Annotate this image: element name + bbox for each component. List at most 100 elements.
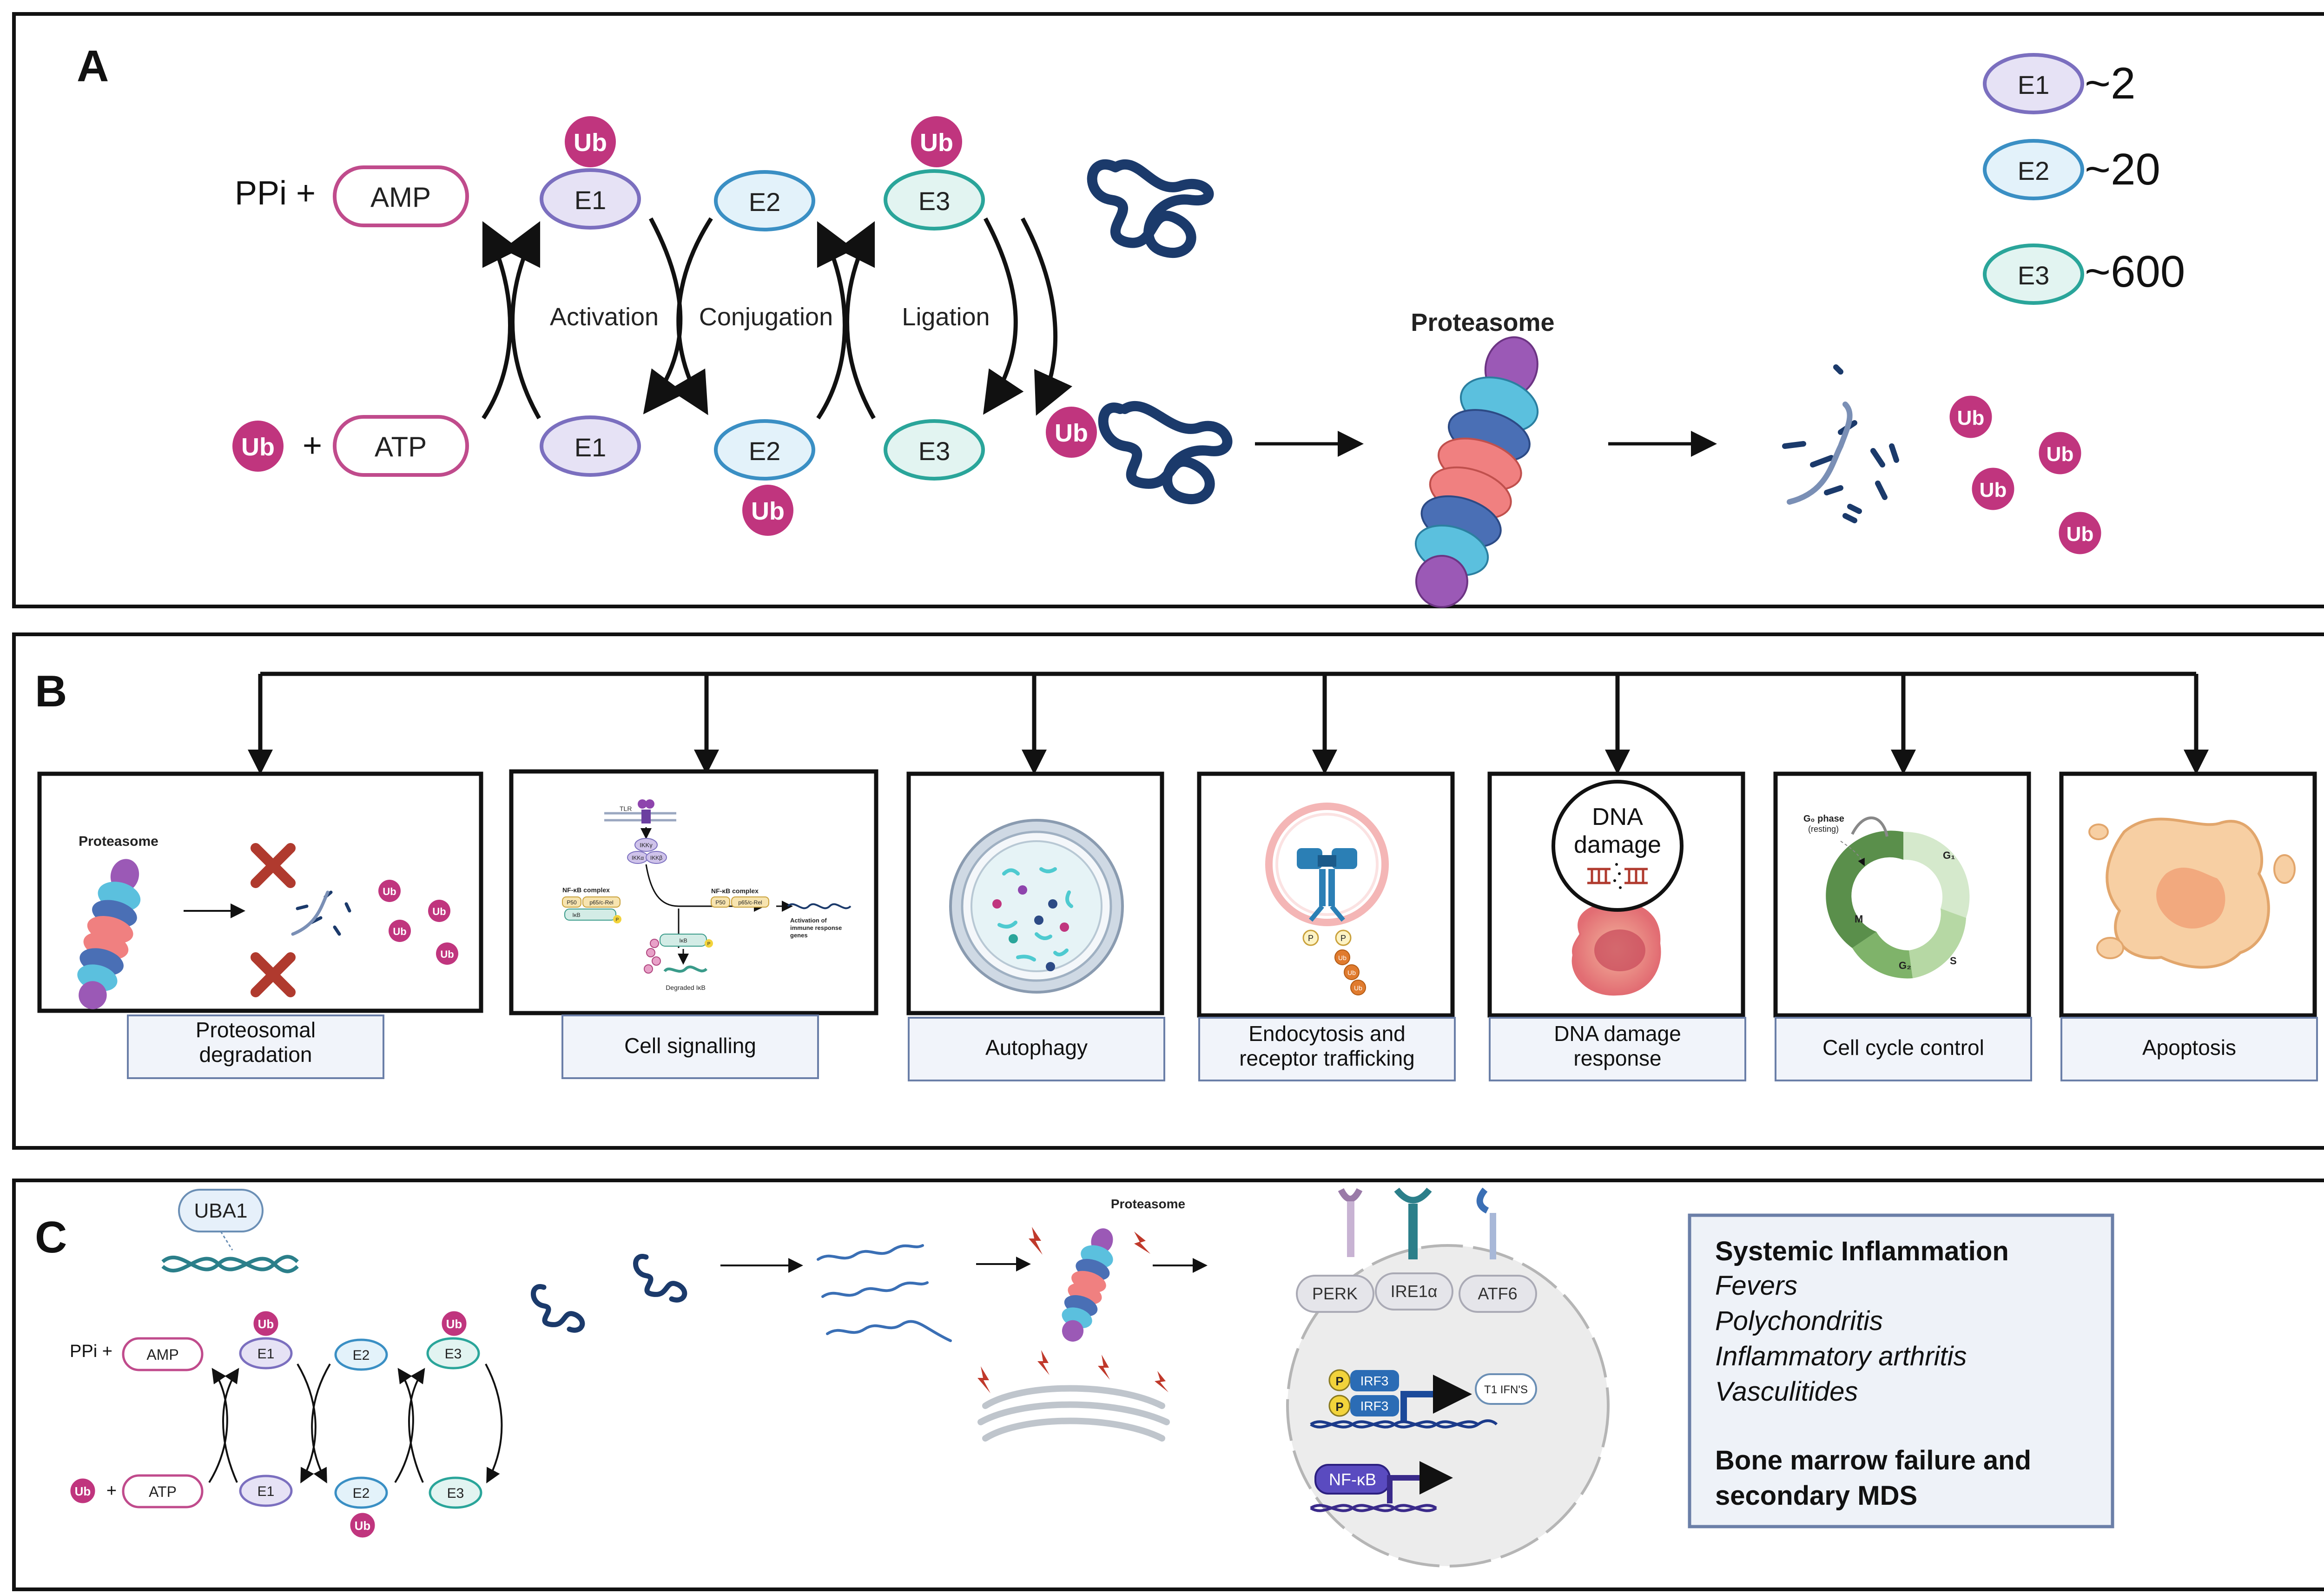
ikb-left: IκB — [572, 912, 580, 918]
atf6-pill — [1459, 1275, 1537, 1313]
c-ub-e1-label: Ub — [258, 1317, 274, 1331]
ub-small-2-label: Ub — [432, 906, 446, 917]
perk-pill — [1296, 1275, 1374, 1313]
proteasome-icon — [1414, 336, 1539, 608]
e2-bottom — [714, 419, 815, 481]
c-e2-bottom — [334, 1476, 388, 1509]
unfolded-proteins — [817, 1244, 952, 1342]
ub-released-1 — [1947, 393, 1994, 441]
autophagosome-icon — [949, 819, 1124, 994]
c-proteasome-label: Proteasome — [1111, 1197, 1185, 1211]
ub-released-4-label: Ub — [2067, 523, 2094, 546]
irf3-label-2: IRF3 — [1360, 1399, 1389, 1413]
clinical-item-2: Polychondritis — [1715, 1306, 1883, 1336]
label-endocytosis-1: Endocytosis and — [1248, 1021, 1406, 1046]
g2-label: G₂ — [1899, 960, 1911, 971]
arrow-conjugation-up-2 — [837, 221, 876, 420]
activation-label: Activation — [550, 303, 659, 331]
peptide-fragments — [1782, 364, 1899, 523]
e3-bottom — [884, 419, 985, 481]
panel-a-letter: A — [77, 41, 109, 91]
clinical-title-2a: Bone marrow failure and — [1715, 1445, 2031, 1475]
ub-small-2 — [428, 900, 450, 922]
e1-top-label: E1 — [574, 185, 607, 215]
cell-cycle-icon: G₁ S G₂ M G₀ phase (resting) — [1803, 814, 1970, 979]
arrow-ligation-down-1 — [983, 217, 1024, 415]
arrow-activation-up-1 — [482, 221, 520, 420]
proteasome-label: Proteasome — [1411, 309, 1554, 336]
ire1a-receptor-icon — [1394, 1187, 1432, 1259]
e1-bottom-label: E1 — [574, 433, 607, 462]
s-label: S — [1950, 955, 1957, 967]
ub-small-3 — [389, 920, 411, 942]
label-apoptosis: Apoptosis — [2142, 1035, 2236, 1060]
dna-helix-small — [787, 903, 852, 909]
p50-left: P50 — [567, 899, 577, 906]
p-mid: P — [707, 942, 711, 947]
resting-label: (resting) — [1808, 824, 1839, 834]
arrow-conjugation-up-1 — [816, 221, 855, 420]
endo-ub-3: Ub — [1354, 984, 1362, 992]
arrow-ligation-down-2 — [1021, 217, 1073, 416]
ub-on-substrate — [1043, 404, 1100, 461]
label-dna-2: response — [1573, 1046, 1661, 1070]
uba1-label: UBA1 — [194, 1199, 248, 1222]
damaged-cell-icon — [1571, 902, 1661, 996]
arrow-conjugation-down-1 — [669, 217, 713, 415]
proteosomal-illustration: Proteasome Ub — [77, 834, 458, 1009]
ub-released-3-label: Ub — [1980, 479, 2007, 501]
panel-a-border — [12, 12, 2324, 608]
c-ub-e2 — [349, 1511, 376, 1539]
irf3-box-1 — [1350, 1370, 1399, 1391]
c-e2-bottom-label: E2 — [353, 1486, 370, 1501]
label-box-apoptosis — [2060, 1017, 2318, 1081]
nfkb-complex-right: NF-κB complex — [711, 887, 759, 895]
endocytosis-illustration: P P Ub Ub Ub — [1265, 803, 1389, 995]
legend-e3-count: ~600 — [2085, 247, 2185, 296]
broken-dna-icon — [1587, 868, 1648, 884]
dna-helix — [161, 1255, 299, 1271]
enzyme-legend: E1 ~2 E2 ~20 E3 ~600 — [1983, 53, 2185, 305]
label-box-dna — [1489, 1017, 1746, 1081]
endo-ub-1: Ub — [1338, 954, 1347, 962]
label-box-autophagy — [908, 1017, 1165, 1081]
proteasome-small-label: Proteasome — [79, 834, 158, 849]
nfkb-label: NF-κB — [1329, 1470, 1376, 1489]
clinical-box — [1688, 1213, 2114, 1528]
ub-released-1-label: Ub — [1957, 407, 1985, 429]
atp-label: ATP — [375, 431, 427, 462]
ub-free — [230, 418, 286, 474]
c-plus: + — [106, 1481, 117, 1501]
branch-arrows — [248, 674, 2209, 775]
legend-e1-count: ~2 — [2085, 59, 2135, 108]
cross-icon — [251, 843, 296, 997]
c-amp: AMP — [146, 1346, 178, 1363]
label-box-signalling — [561, 1014, 819, 1079]
misfolded-protein-1 — [531, 1284, 585, 1333]
panel-c-letter: C — [35, 1212, 67, 1262]
m-label: M — [1855, 913, 1863, 925]
endo-p-1: P — [1308, 934, 1314, 943]
ub-released-3 — [1969, 465, 2017, 513]
ub-on-e1-label: Ub — [574, 129, 607, 157]
ligation-label: Ligation — [902, 303, 990, 331]
label-box-endocytosis — [1198, 1017, 1456, 1081]
conjugation-label: Conjugation — [699, 303, 833, 331]
ub-on-e3 — [908, 113, 965, 170]
atf6-label: ATF6 — [1478, 1284, 1517, 1303]
box-cellcycle — [1773, 771, 2031, 1018]
p50-right: P50 — [715, 899, 726, 906]
c-e3-top-label: E3 — [445, 1346, 462, 1362]
clinical-title-2b: secondary MDS — [1715, 1481, 1917, 1511]
e3-bottom-label: E3 — [918, 436, 951, 466]
label-box-proteosomal — [127, 1014, 384, 1079]
label-endocytosis-2: receptor trafficking — [1239, 1046, 1415, 1070]
label-signalling: Cell signalling — [624, 1034, 756, 1058]
ikb-mid: IκB — [679, 937, 687, 944]
stress-bolt-icons — [977, 1227, 1169, 1393]
ikka-label: IKKα — [632, 855, 644, 861]
ub-on-e3-label: Ub — [920, 129, 953, 157]
c-amp-pill — [122, 1337, 204, 1371]
amp-pill — [333, 165, 469, 227]
